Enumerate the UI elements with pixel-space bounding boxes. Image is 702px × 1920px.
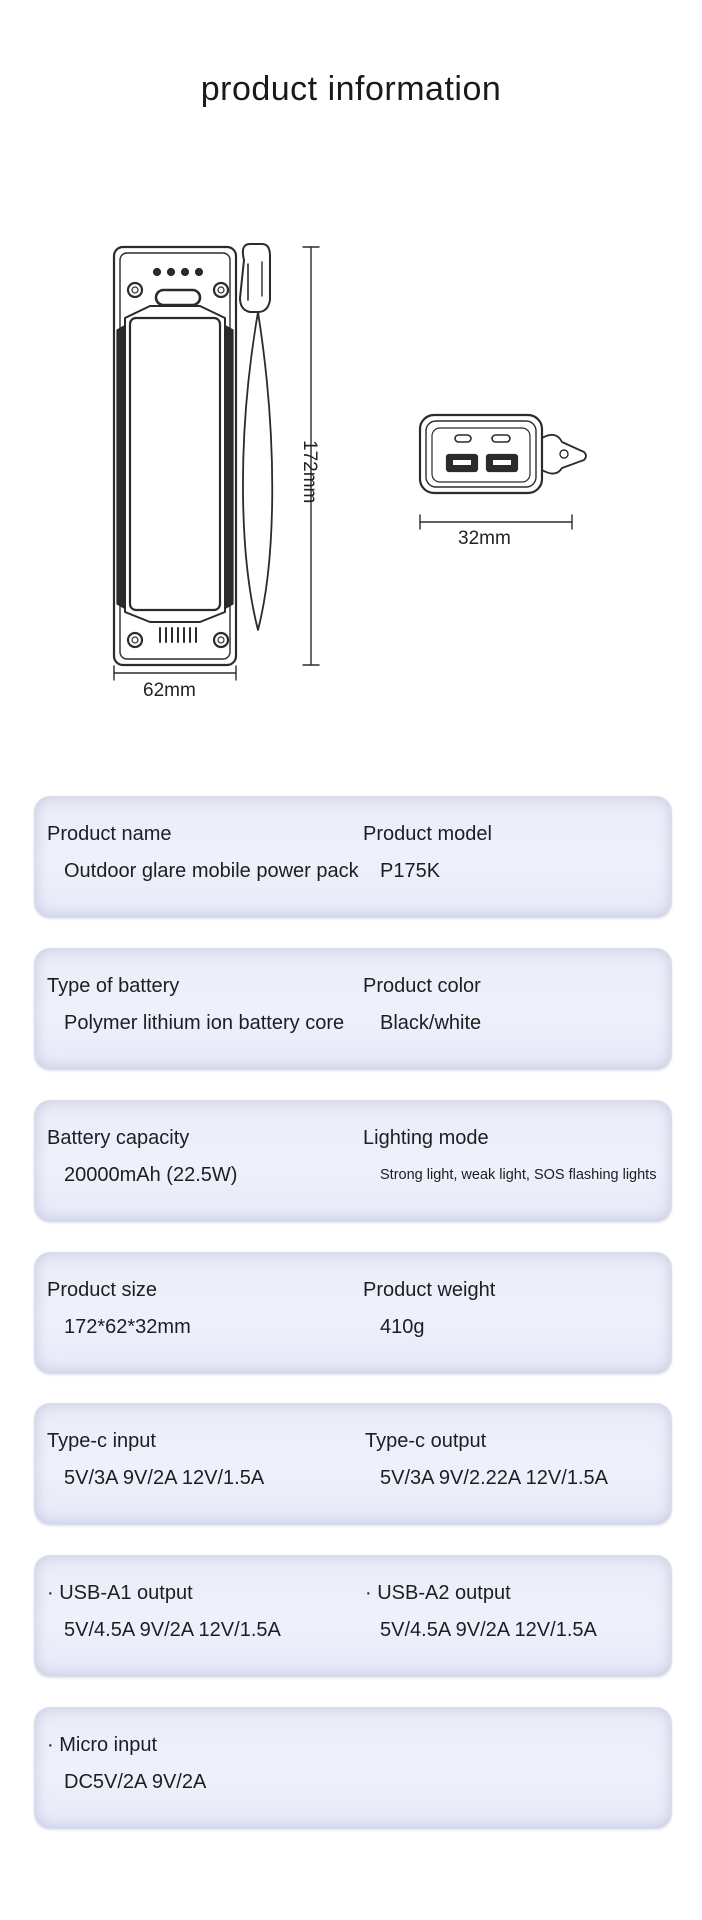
spec-value: 410g [380, 1316, 425, 1338]
spec-label: Product color [363, 975, 481, 997]
spec-value: Outdoor glare mobile power pack [64, 860, 359, 882]
spec-value: Strong light, weak light, SOS flashing l… [380, 1167, 657, 1183]
spec-field: · Micro input DC5V/2A 9V/2A [47, 1708, 347, 1828]
spec-value: 172*62*32mm [64, 1316, 191, 1338]
spec-card-name-model: Product name Outdoor glare mobile power … [34, 796, 672, 918]
width-dimension-label: 62mm [143, 680, 196, 701]
spec-field: · USB-A1 output 5V/4.5A 9V/2A 12V/1.5A [47, 1556, 347, 1676]
page-title: product information [200, 70, 502, 108]
spec-card-size-weight: Product size 172*62*32mm Product weight … [34, 1252, 672, 1374]
spec-label: Lighting mode [363, 1127, 489, 1149]
spec-label: Product name [47, 823, 172, 845]
spec-field: Lighting mode Strong light, weak light, … [363, 1101, 663, 1221]
spec-field: Product weight 410g [363, 1253, 663, 1373]
spec-value: P175K [380, 860, 441, 882]
spec-value: Polymer lithium ion battery core [64, 1012, 345, 1034]
spec-value: 5V/4.5A 9V/2A 12V/1.5A [380, 1619, 597, 1641]
spec-value: 20000mAh (22.5W) [64, 1164, 238, 1186]
spec-label: · USB-A2 output [365, 1582, 511, 1604]
spec-label: Product model [363, 823, 492, 845]
spec-field: Product name Outdoor glare mobile power … [47, 797, 359, 917]
depth-dimension-label: 32mm [458, 528, 511, 549]
spec-field: Type-c output 5V/3A 9V/2.22A 12V/1.5A [365, 1404, 665, 1524]
front-view-illustration [112, 243, 274, 667]
spec-card-capacity-lighting: Battery capacity 20000mAh (22.5W) Lighti… [34, 1100, 672, 1222]
spec-value: 5V/4.5A 9V/2A 12V/1.5A [64, 1619, 281, 1641]
spec-field: Type of battery Polymer lithium ion batt… [47, 949, 347, 1069]
spec-label: Product weight [363, 1279, 496, 1301]
product-dimension-drawing [112, 243, 587, 681]
spec-label: Type-c input [47, 1430, 156, 1452]
spec-field: Product size 172*62*32mm [47, 1253, 347, 1373]
spec-field: Type-c input 5V/3A 9V/2A 12V/1.5A [47, 1404, 347, 1524]
spec-label: Type-c output [365, 1430, 487, 1452]
spec-value: 5V/3A 9V/2A 12V/1.5A [64, 1467, 265, 1489]
spec-label: · Micro input [47, 1734, 158, 1756]
spec-value: Black/white [380, 1012, 482, 1034]
spec-field: · USB-A2 output 5V/4.5A 9V/2A 12V/1.5A [365, 1556, 665, 1676]
spec-label: Type of battery [47, 975, 180, 997]
spec-card-typec: Type-c input 5V/3A 9V/2A 12V/1.5A Type-c… [34, 1403, 672, 1525]
spec-label: · USB-A1 output [47, 1582, 193, 1604]
spec-card-micro: · Micro input DC5V/2A 9V/2A [34, 1707, 672, 1829]
spec-field: Product model P175K [363, 797, 663, 917]
height-dimension-label: 172mm [299, 440, 320, 504]
spec-value: DC5V/2A 9V/2A [64, 1771, 207, 1793]
spec-field: Battery capacity 20000mAh (22.5W) [47, 1101, 347, 1221]
spec-label: Battery capacity [47, 1127, 190, 1149]
top-view-illustration [418, 413, 587, 495]
spec-card-usb-a: · USB-A1 output 5V/4.5A 9V/2A 12V/1.5A ·… [34, 1555, 672, 1677]
spec-card-battery-color: Type of battery Polymer lithium ion batt… [34, 948, 672, 1070]
spec-label: Product size [47, 1279, 158, 1301]
spec-value: 5V/3A 9V/2.22A 12V/1.5A [380, 1467, 608, 1489]
spec-field: Product color Black/white [363, 949, 663, 1069]
